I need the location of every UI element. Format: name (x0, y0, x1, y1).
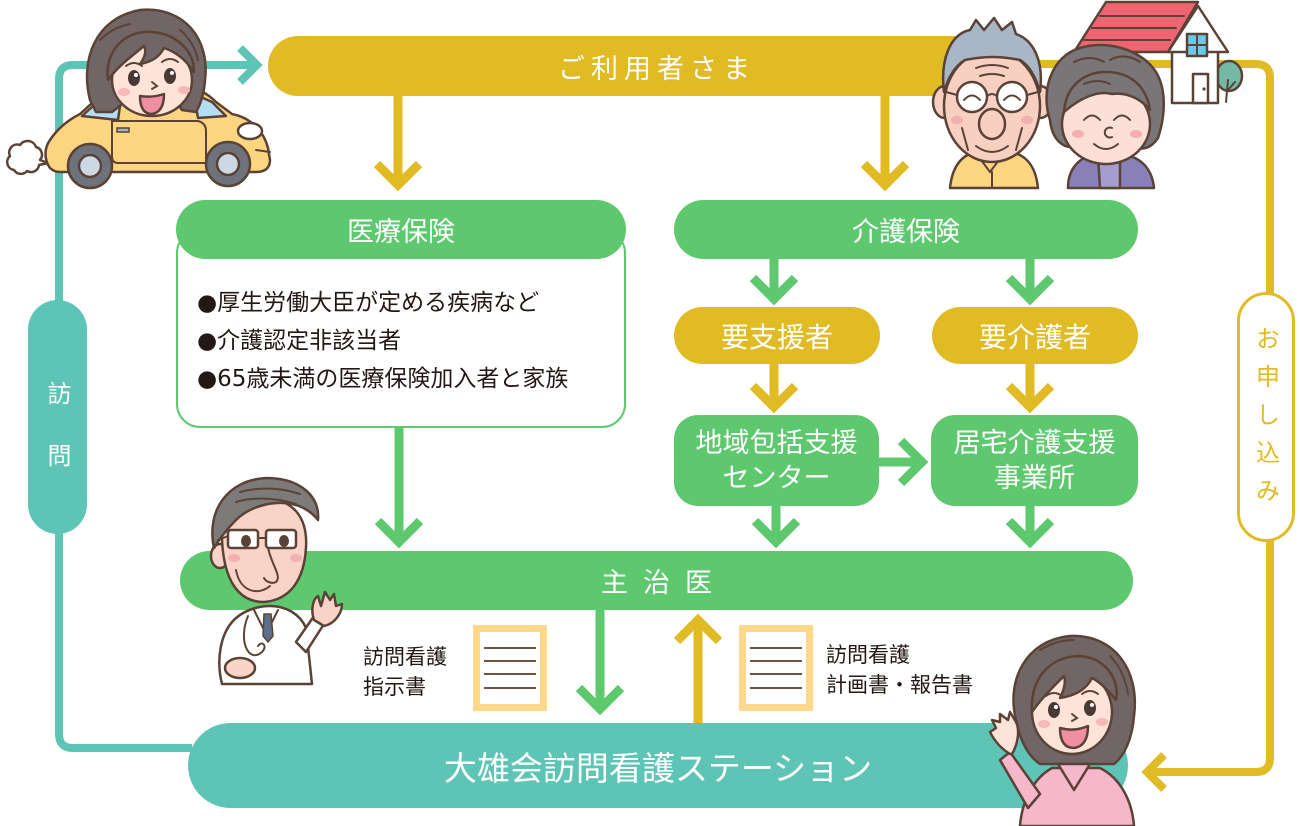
document-line (750, 660, 802, 662)
label-line: 訪問看護 (363, 645, 447, 669)
arrow-medical-to-physician (374, 428, 424, 549)
visit-label: 訪問 (43, 381, 71, 505)
arrow-care-to-support-needed (749, 259, 799, 306)
care-needed-box: 要介護者 (932, 307, 1138, 364)
car-icon (44, 82, 272, 190)
station-label: 大雄会訪問看護ステーション (443, 748, 873, 788)
application-label-pill: お申し込み (1237, 292, 1295, 542)
care-office-line-2: 事業所 (994, 462, 1075, 494)
arrow-center-to-office (878, 437, 929, 487)
application-label: お申し込み (1251, 326, 1280, 516)
community-support-center-box: 地域包括支援 センター (674, 415, 879, 506)
arrow-care-to-care-needed (1005, 259, 1055, 306)
arrow-users-to-care (860, 96, 910, 192)
care-support-office-box: 居宅介護支援 事業所 (931, 415, 1138, 506)
house-illustration (1072, 0, 1244, 105)
arrow-office-to-physician (1005, 506, 1055, 549)
medical-insurance-title: 医療保険 (347, 217, 455, 248)
document-line (750, 673, 802, 675)
label-line: 指示書 (363, 675, 426, 699)
arrow-physician-to-station (575, 610, 625, 716)
care-insurance-header: 介護保険 (674, 200, 1138, 259)
physician-bar: 主治医 (180, 551, 1133, 610)
care-needed-label: 要介護者 (978, 320, 1091, 354)
care-insurance-title: 介護保険 (852, 217, 960, 248)
woman-driving-car-illustration (5, 8, 272, 190)
document-icon (473, 625, 547, 711)
arrow-support-needed-to-center (749, 364, 799, 414)
condition-item: ●厚生労働大臣が定める疾病など (197, 290, 540, 316)
visit-label-pill: 訪問 (28, 300, 87, 534)
document-line (484, 660, 536, 662)
label-line: 計画書・報告書 (826, 673, 973, 697)
community-center-line-2: センター (722, 462, 831, 494)
care-office-line-1: 居宅介護支援 (953, 427, 1116, 459)
physician-label: 主治医 (601, 568, 727, 599)
document-line (484, 687, 536, 689)
document-line (750, 647, 802, 649)
driver-woman-icon (85, 8, 207, 118)
nursing-station-bar: 大雄会訪問看護ステーション (188, 723, 1128, 808)
document-line (484, 673, 536, 675)
label-line: 訪問看護 (826, 643, 910, 667)
exhaust-puff-icon (5, 139, 50, 176)
support-needed-box: 要支援者 (674, 307, 880, 364)
users-bar: ご利用者さま (268, 36, 1040, 96)
medical-insurance-header: 医療保険 (176, 200, 626, 259)
document-line (484, 647, 536, 649)
condition-item: ●介護認定非該当者 (197, 328, 402, 354)
medical-insurance-conditions: ●厚生労働大臣が定める疾病など ●介護認定非該当者 ●65歳未満の医療保険加入者… (197, 284, 568, 398)
arrow-users-to-medical (373, 96, 423, 192)
users-label: ご利用者さま (558, 53, 756, 85)
condition-item: ●65歳未満の医療保険加入者と家族 (197, 366, 569, 392)
community-center-line-1: 地域包括支援 (695, 427, 858, 459)
arrow-center-to-physician (751, 506, 801, 549)
support-needed-label: 要支援者 (720, 320, 833, 354)
elderly-woman-illustration (1045, 43, 1165, 190)
arrow-station-to-physician (673, 613, 723, 724)
document-icon (739, 625, 813, 711)
instructions-document-label: 訪問看護 指示書 (363, 642, 447, 702)
arrow-care-needed-to-office (1005, 364, 1055, 414)
document-line (750, 687, 802, 689)
plan-report-document-label: 訪問看護 計画書・報告書 (826, 640, 973, 700)
